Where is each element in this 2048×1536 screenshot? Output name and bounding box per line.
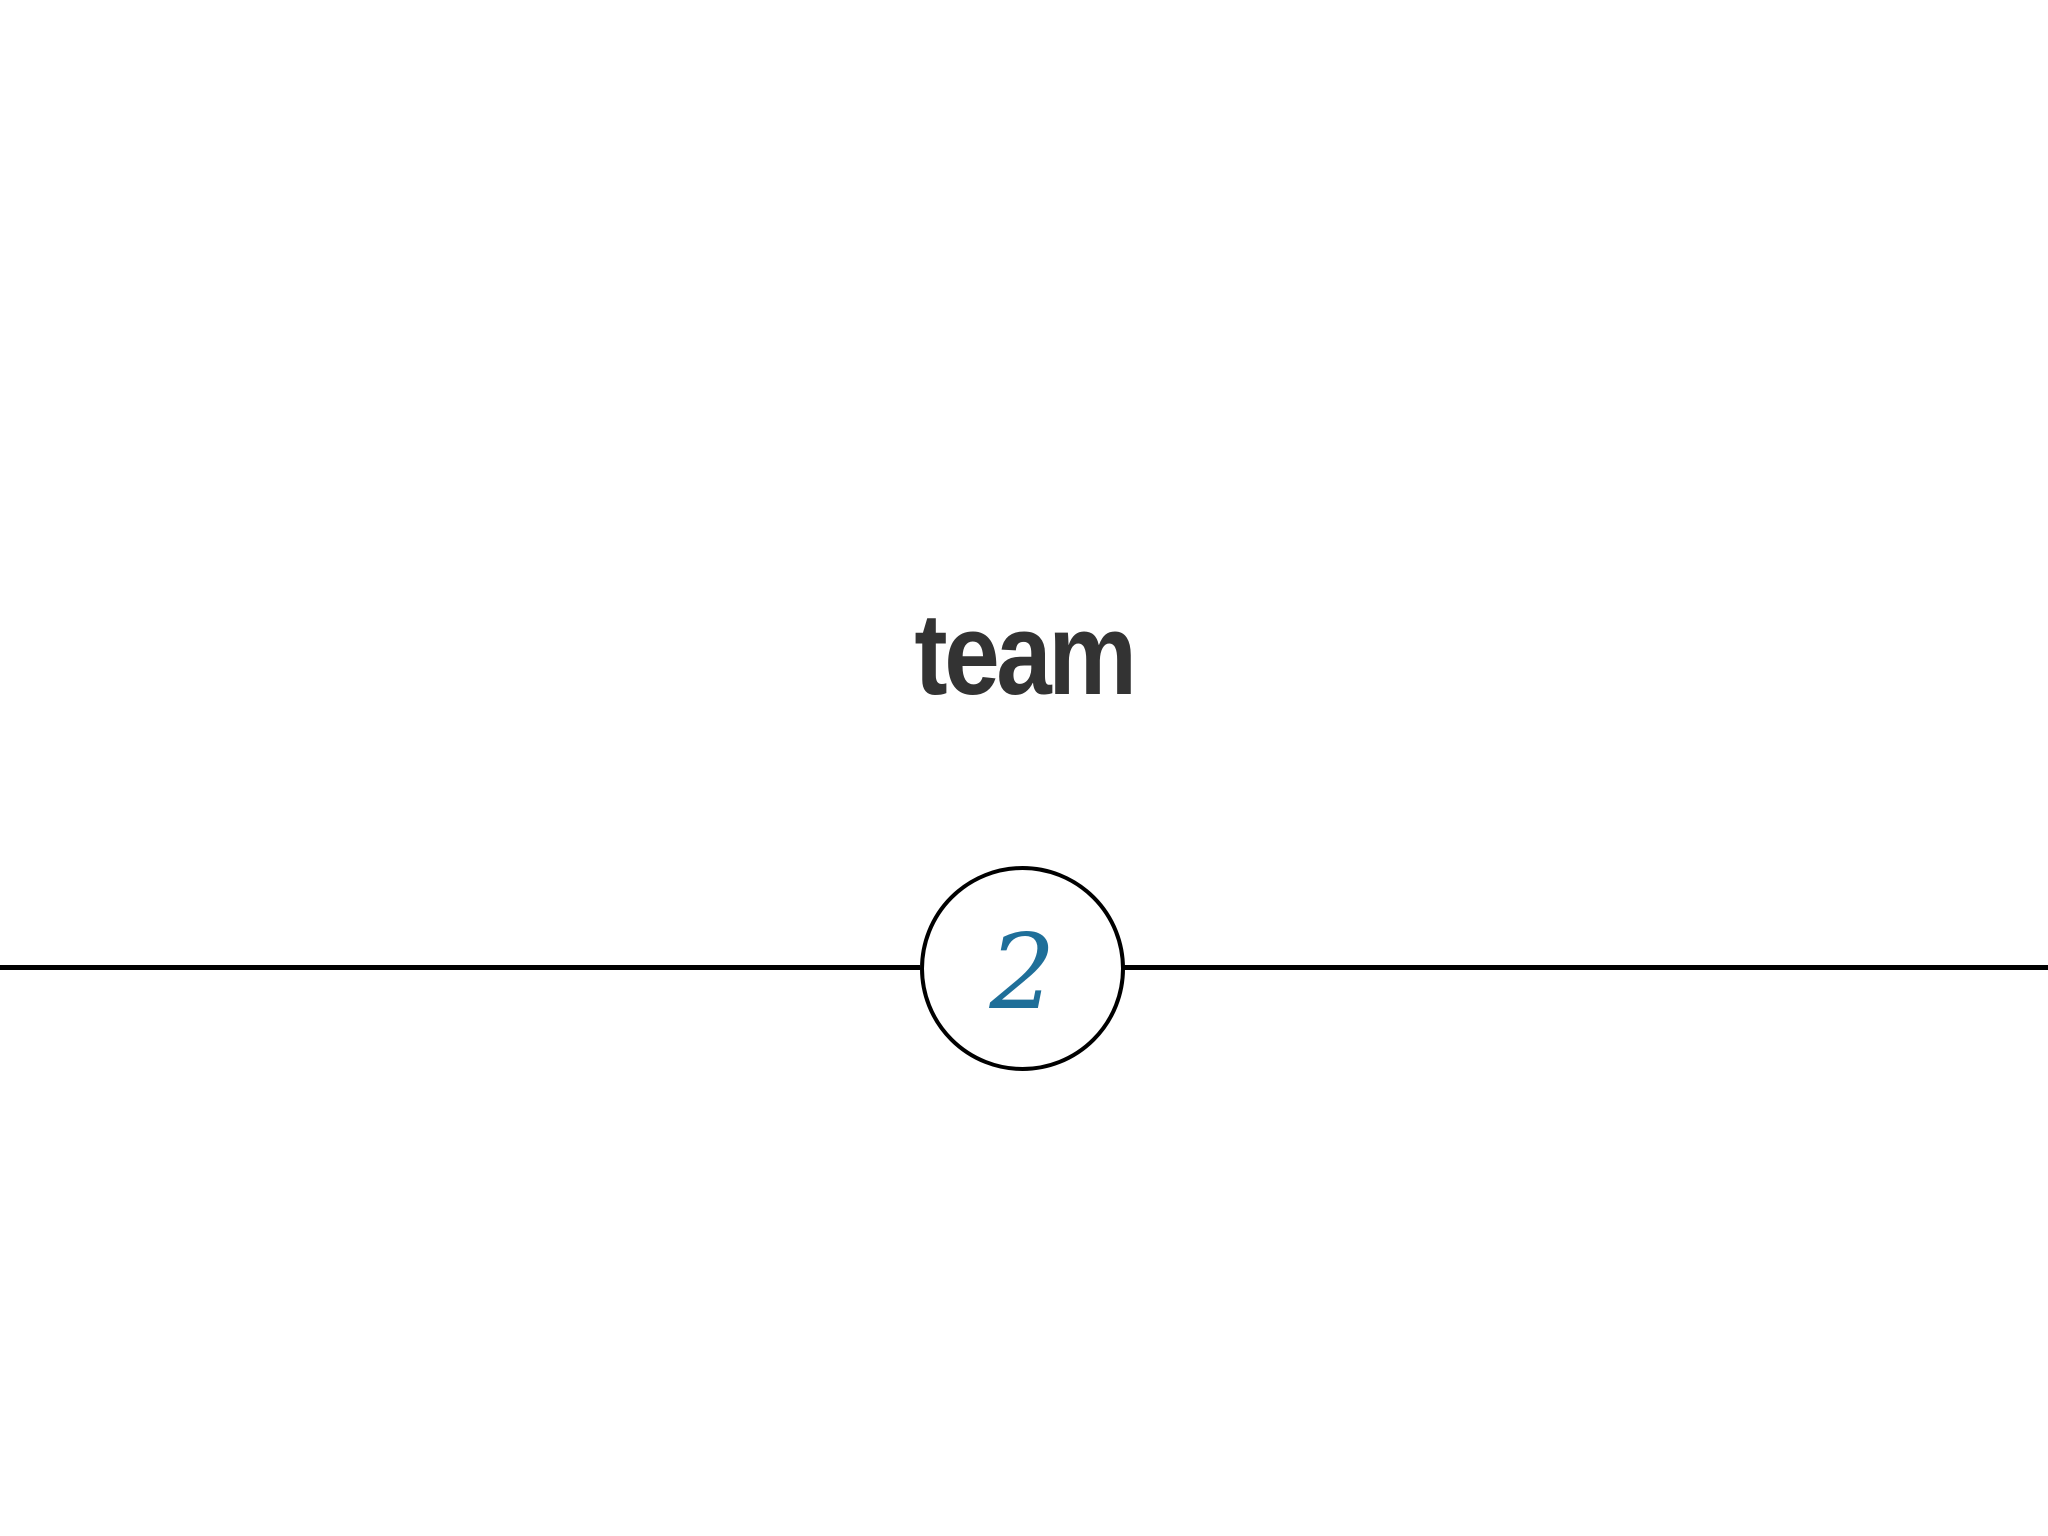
section-number-badge: 2 (920, 866, 1125, 1071)
divider-line-left (0, 965, 920, 970)
divider-line-right (1124, 965, 2048, 970)
section-number: 2 (989, 910, 1056, 1033)
section-title: team (914, 589, 1137, 719)
